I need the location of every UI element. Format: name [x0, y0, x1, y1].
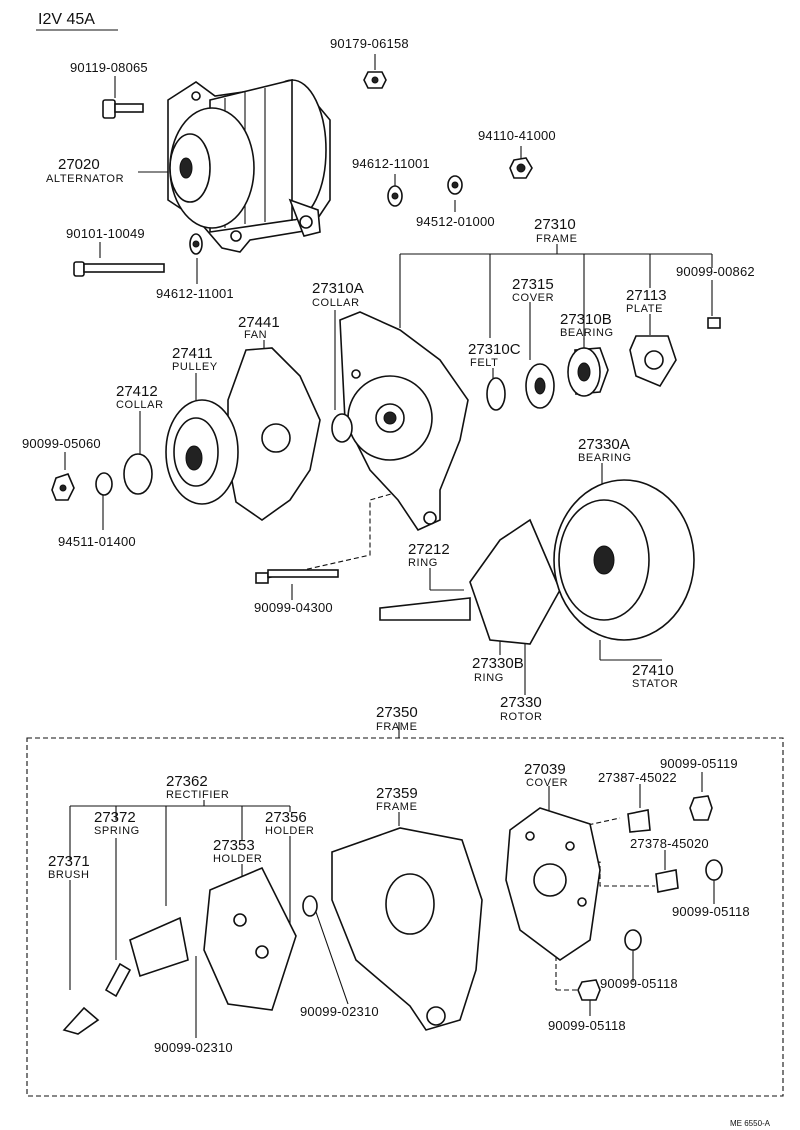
part-name: STATOR	[632, 678, 678, 690]
part-name: COVER	[512, 292, 554, 304]
part-label: 27330A	[578, 436, 630, 453]
part-label: 90099-05118	[672, 904, 750, 919]
part-name: SPRING	[94, 825, 140, 837]
top-fasteners	[73, 71, 533, 277]
part-name: COVER	[526, 777, 568, 789]
part-label: 90179-06158	[330, 36, 409, 51]
part-name: FRAME	[376, 721, 418, 733]
part-name: ROTOR	[500, 711, 543, 723]
part-label: 27039	[524, 761, 566, 778]
part-label: 94612-11001	[352, 156, 430, 171]
part-name: FELT	[470, 357, 498, 369]
part-label: 27387-45022	[598, 770, 677, 785]
part-name: HOLDER	[213, 853, 262, 865]
part-label: 27113	[626, 287, 667, 304]
part-name: BEARING	[578, 452, 632, 464]
pulley-fan-drawing	[51, 347, 353, 521]
part-name: FRAME	[536, 233, 578, 245]
part-label: 27310A	[312, 280, 364, 297]
part-label: 27330	[500, 694, 542, 711]
part-name: PULLEY	[172, 361, 218, 373]
part-name: FAN	[244, 329, 267, 341]
part-name: RING	[474, 672, 504, 684]
part-label: 90099-04300	[254, 600, 333, 615]
part-label: 90099-02310	[300, 1004, 379, 1019]
part-label: 90099-02310	[154, 1040, 233, 1055]
part-name: RECTIFIER	[166, 789, 229, 801]
part-label: 27411	[172, 345, 213, 362]
part-label: 27372	[94, 809, 136, 826]
part-labels: 90179-06158 90119-08065 27020 ALTERNATOR…	[22, 36, 755, 1055]
diagram-title: I2V 45A	[38, 11, 95, 28]
part-name: ALTERNATOR	[46, 173, 124, 185]
part-name: BRUSH	[48, 869, 90, 881]
part-label: 90099-05060	[22, 436, 101, 451]
part-name: FRAME	[376, 801, 418, 813]
part-label: 27410	[632, 662, 674, 679]
alternator-drawing	[167, 78, 331, 253]
part-label: 94511-01400	[58, 534, 136, 549]
part-name: HOLDER	[265, 825, 314, 837]
part-label: 27412	[116, 383, 158, 400]
part-label: 27310	[534, 216, 576, 233]
part-label: 90099-05119	[660, 756, 738, 771]
part-label: 90101-10049	[66, 226, 145, 241]
part-label: 27212	[408, 541, 450, 558]
part-name: COLLAR	[116, 399, 164, 411]
part-label: 94512-01000	[416, 214, 495, 229]
part-name: COLLAR	[312, 297, 360, 309]
part-label: 27359	[376, 785, 418, 802]
part-label: 27371	[48, 853, 90, 870]
part-label: 94110-41000	[478, 128, 556, 143]
front-frame-drawing	[339, 311, 721, 532]
part-label: 27310C	[468, 341, 521, 358]
frame-assembly-box	[26, 737, 784, 1097]
part-label: 27020	[58, 156, 100, 173]
part-label: 90119-08065	[70, 60, 148, 75]
part-label: 27362	[166, 773, 208, 790]
part-label: 90099-05118	[548, 1018, 626, 1033]
rear-frame-drawing	[331, 827, 483, 1031]
part-label: 27350	[376, 704, 418, 721]
part-name: PLATE	[626, 303, 663, 315]
part-label: 27330B	[472, 655, 524, 672]
end-cover-drawing	[505, 795, 723, 1001]
part-label: 27315	[512, 276, 554, 293]
rotor-stator-drawing	[255, 479, 695, 645]
part-label: 90099-05118	[600, 976, 678, 991]
part-label: 27310B	[560, 311, 612, 328]
part-name: BEARING	[560, 327, 614, 339]
rectifier-drawing	[62, 866, 318, 1035]
part-name: RING	[408, 557, 438, 569]
part-label: 27353	[213, 837, 255, 854]
part-label: 27378-45020	[630, 836, 709, 851]
part-label: 27356	[265, 809, 307, 826]
part-label: 27441	[238, 314, 280, 331]
part-label: 90099-00862	[676, 264, 755, 279]
part-label: 94612-11001	[156, 286, 234, 301]
figure-code: ME 6550-A	[730, 1119, 771, 1128]
